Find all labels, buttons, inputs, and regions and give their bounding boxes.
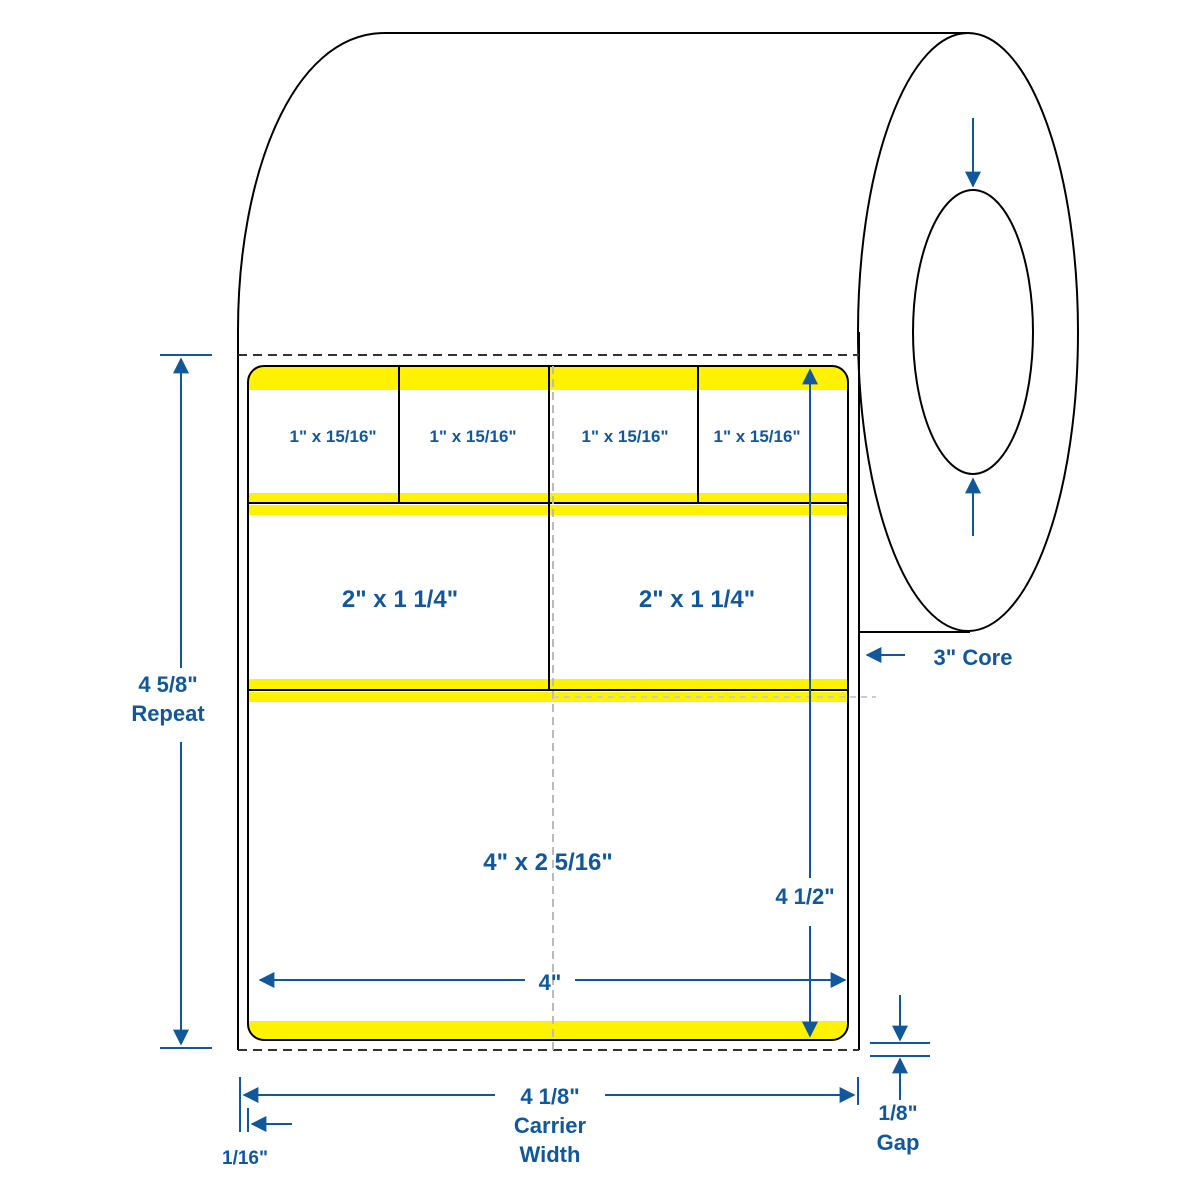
label-height-value: 4 1/2" <box>775 884 834 909</box>
carrier-label: Carrier <box>514 1113 587 1138</box>
repeat-dimension: 4 5/8" Repeat <box>131 354 212 1049</box>
label-sheet <box>247 365 876 1050</box>
roll <box>237 32 1079 1050</box>
label-small-3: 1" x 15/16" <box>581 427 668 446</box>
label-large: 4" x 2 5/16" <box>483 849 613 876</box>
label-medium-1: 2" x 1 1/4" <box>342 586 458 613</box>
core-dimension: 3" Core <box>865 118 1013 670</box>
gap-dimension: 1/8" Gap <box>870 995 930 1155</box>
label-height-dimension: 4 1/2" <box>775 368 835 1038</box>
roll-core <box>912 189 1034 475</box>
margin-value: 1/16" <box>222 1148 268 1169</box>
gap-label: Gap <box>877 1130 920 1155</box>
label-width-dimension: 4" <box>258 970 847 995</box>
width-label: Width <box>520 1142 581 1167</box>
repeat-value: 4 5/8" <box>138 672 197 697</box>
carrier-width-value: 4 1/8" <box>520 1084 579 1109</box>
label-medium-2: 2" x 1 1/4" <box>639 586 755 613</box>
roll-outline <box>237 32 970 1050</box>
label-small-1: 1" x 15/16" <box>289 427 376 446</box>
label-small-2: 1" x 15/16" <box>429 427 516 446</box>
gap-value: 1/8" <box>878 1102 917 1125</box>
repeat-label: Repeat <box>131 701 205 726</box>
label-width-value: 4" <box>539 970 562 995</box>
label-small-4: 1" x 15/16" <box>713 427 800 446</box>
carrier-width-dimension: 4 1/8" Carrier Width 1/16" <box>222 1077 859 1169</box>
roll-end <box>857 32 1079 632</box>
core-value: 3" Core <box>934 645 1013 670</box>
